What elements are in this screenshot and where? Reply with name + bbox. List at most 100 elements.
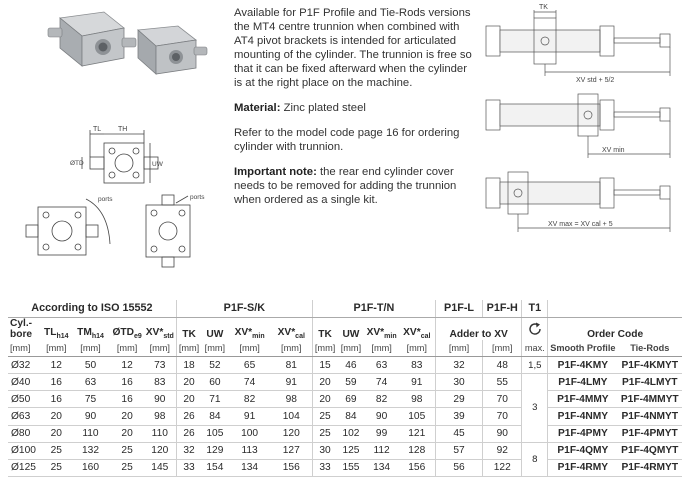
cell-sk-uw: 52 (201, 356, 229, 375)
cell-tn-xvcal: 105 (398, 407, 436, 426)
cell-tm: 160 (70, 459, 111, 477)
xv-std-label: XV std + 5/2 (576, 77, 614, 84)
unit-cell: [mm] (143, 339, 177, 358)
col-sk-xvmin: XV* (234, 326, 253, 338)
cell-tn-tk: 20 (311, 390, 338, 409)
cell-tn-uw: 46 (337, 356, 365, 375)
front-view-drawing (25, 198, 111, 256)
cell-tn-xvmin: 112 (364, 442, 399, 460)
cell-td: 20 (110, 425, 144, 443)
cell-tn-xvmin: 134 (364, 459, 399, 477)
cell-tl: 25 (42, 442, 71, 460)
cell-xv-std: 145 (143, 459, 177, 477)
cell-tn-uw: 69 (337, 390, 365, 409)
cell-order-smooth: P1F-4RMY (547, 459, 618, 477)
cell-t1: 8 (521, 442, 548, 477)
cell-tl: 20 (42, 407, 71, 426)
unit-cell: [mm] (70, 339, 111, 358)
note-value: the rear end cylinder cover needs to be … (234, 166, 457, 206)
cell-tn-xvcal: 98 (398, 390, 436, 409)
cell-tm: 110 (70, 425, 111, 443)
product-illustrations: TL TH ØTD UW ports ports (0, 0, 228, 290)
cell-sk-xvmin: 82 (228, 390, 271, 409)
cell-tn-xvmin: 74 (364, 373, 399, 392)
cell-tl: 20 (42, 425, 71, 443)
cell-tl: 16 (42, 373, 71, 392)
unit-cell: [mm] (175, 339, 202, 358)
cell-sk-uw: 60 (201, 373, 229, 392)
cell-tn-xvmin: 82 (364, 390, 399, 409)
col-tl: TL (44, 326, 57, 338)
cell-h: 70 (482, 390, 522, 409)
cell-bore: Ø50 (8, 390, 43, 409)
cell-sk-tk: 20 (175, 373, 202, 392)
cell-t1: 1,5 (521, 356, 548, 375)
cell-tn-xvcal: 121 (398, 425, 436, 443)
cell-sk-tk: 26 (175, 425, 202, 443)
col-sk-xvmin-sub: min (252, 332, 265, 340)
cell-order-smooth: P1F-4KMY (547, 356, 618, 375)
cell-td: 20 (110, 407, 144, 426)
cylinder-drawing-std (485, 10, 671, 76)
cell-xv-std: 90 (143, 390, 177, 409)
cell-order-tierods: P1F-4RMYT (617, 459, 682, 477)
col-tm: TM (77, 326, 92, 338)
cell-tm: 50 (70, 356, 111, 375)
cell-order-tierods: P1F-4LMYT (617, 373, 682, 392)
xv-max-label: XV max = XV cal + 5 (548, 221, 613, 228)
cell-bore: Ø63 (8, 407, 43, 426)
cell-sk-uw: 154 (201, 459, 229, 477)
cell-sk-tk: 33 (175, 459, 202, 477)
material-value: Zinc plated steel (280, 102, 366, 114)
tl-label: TL (93, 126, 101, 133)
cell-bore: Ø80 (8, 425, 43, 443)
cell-td: 25 (110, 442, 144, 460)
cell-order-smooth: P1F-4NMY (547, 407, 618, 426)
unit-max: max. (521, 339, 548, 358)
cell-tm: 63 (70, 373, 111, 392)
cylinder-drawing-max (485, 171, 671, 232)
cell-l: 57 (434, 442, 483, 460)
cell-tn-uw: 84 (337, 407, 365, 426)
cell-tn-tk: 33 (311, 459, 338, 477)
cell-h: 122 (482, 459, 522, 477)
cell-l: 30 (434, 373, 483, 392)
cell-tn-xvmin: 99 (364, 425, 399, 443)
cell-sk-tk: 20 (175, 390, 202, 409)
cell-tl: 16 (42, 390, 71, 409)
td-label: ØTD (70, 160, 84, 167)
unit-cell: [mm] (8, 339, 43, 358)
top-view-drawing (81, 130, 159, 184)
cell-tn-tk: 15 (311, 356, 338, 375)
side-view-drawing (145, 194, 191, 268)
ports-label-2: ports (190, 194, 205, 201)
cell-t1: 3 (521, 373, 548, 443)
col-xv-std: XV* (145, 326, 164, 338)
unit-row: [mm][mm][mm][mm][mm][mm][mm][mm][mm][mm]… (8, 339, 682, 358)
unit-cell: [mm] (398, 339, 436, 358)
col-tn-xvcal-sub: cal (420, 332, 431, 340)
cell-tn-tk: 30 (311, 442, 338, 460)
cell-tn-xvcal: 128 (398, 442, 436, 460)
cell-sk-uw: 129 (201, 442, 229, 460)
cell-sk-xvmin: 65 (228, 356, 271, 375)
unit-cell: [mm] (337, 339, 365, 358)
col-bore: bore (10, 328, 33, 340)
cylinder-drawing-min (485, 93, 671, 158)
cell-tl: 12 (42, 356, 71, 375)
group-tn: P1F-T/N (311, 300, 436, 318)
unit-cell: [mm] (110, 339, 144, 358)
col-tn-tk: TK (311, 317, 338, 340)
cell-sk-uw: 71 (201, 390, 229, 409)
unit-cell: [mm] (434, 339, 483, 358)
col-tn-uw: UW (342, 328, 360, 340)
cell-tn-tk: 20 (311, 373, 338, 392)
dimension-table: According to ISO 15552 P1F-S/K P1F-T/N P… (8, 300, 682, 477)
ports-label-1: ports (98, 196, 113, 203)
cell-bore: Ø100 (8, 442, 43, 460)
xv-min-label: XV min (602, 147, 625, 154)
cell-xv-std: 120 (143, 442, 177, 460)
